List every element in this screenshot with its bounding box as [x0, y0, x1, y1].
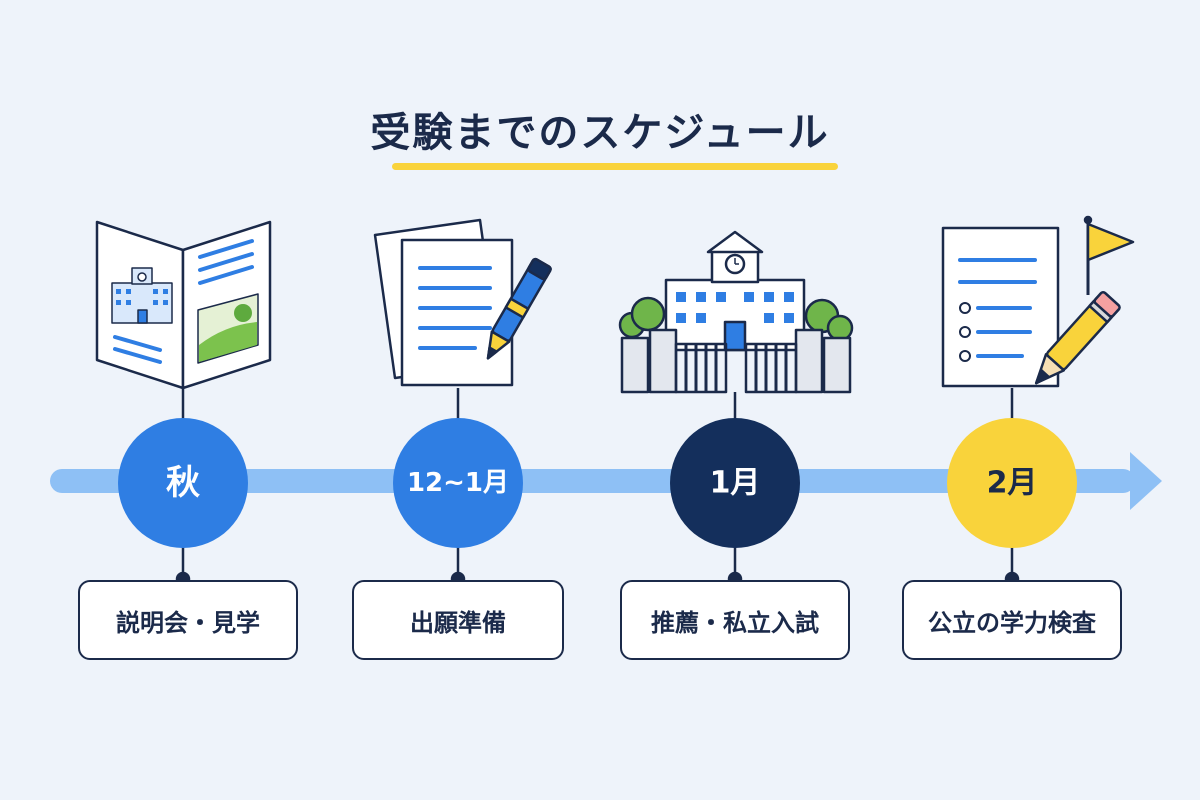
period-circle-4: 2月 — [947, 418, 1077, 548]
step-label-1: 説明会・見学 — [78, 580, 298, 660]
step-label-2: 出願準備 — [352, 580, 564, 660]
period-circle-2: 12~1月 — [393, 418, 523, 548]
title: 受験までのスケジュール — [370, 110, 830, 156]
period-circle-3: 1月 — [670, 418, 800, 548]
period-label-4: 2月 — [987, 466, 1038, 501]
exam-sheet-flag-icon — [941, 215, 1135, 388]
period-label-2: 12~1月 — [407, 468, 509, 498]
school-building-icon — [618, 230, 854, 394]
documents-pen-icon — [373, 218, 552, 387]
period-label-3: 1月 — [710, 466, 761, 501]
step-label-4-text: 公立の学力検査 — [928, 608, 1096, 637]
brochure-icon — [95, 220, 272, 390]
step-label-1-text: 説明会・見学 — [116, 608, 260, 637]
step-label-3-text: 推薦・私立入試 — [651, 608, 819, 637]
step-label-4: 公立の学力検査 — [902, 580, 1122, 660]
step-label-2-text: 出願準備 — [410, 608, 506, 637]
period-circle-1: 秋 — [118, 418, 248, 548]
timeline-arrow — [50, 452, 1162, 510]
title-underline — [392, 163, 838, 170]
step-label-3: 推薦・私立入試 — [620, 580, 850, 660]
period-label-1: 秋 — [166, 463, 200, 503]
